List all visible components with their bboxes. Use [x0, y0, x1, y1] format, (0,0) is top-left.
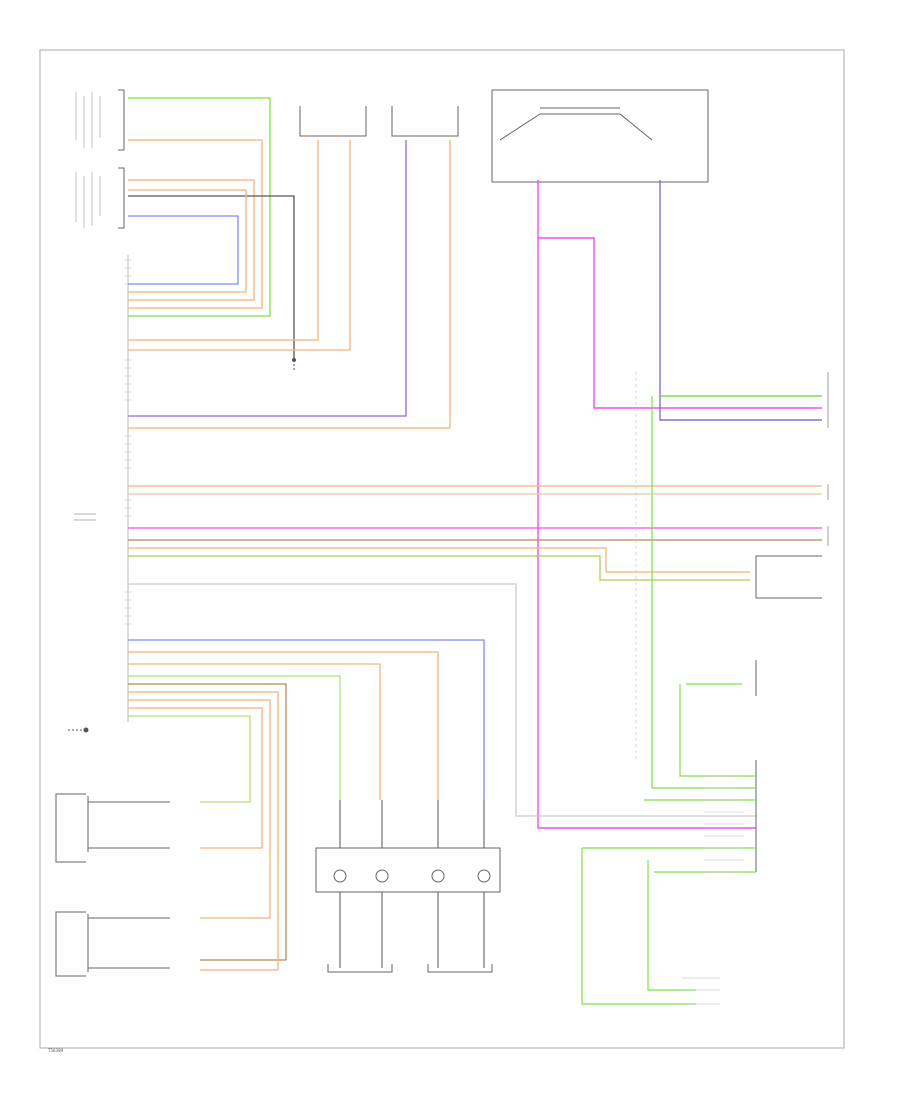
wire-orange-10 [128, 663, 381, 800]
wire-green-3 [651, 396, 756, 789]
wire-green-9 [647, 860, 696, 991]
wire-orange-8 [128, 547, 750, 573]
wire-orange-6 [128, 140, 451, 429]
passenger-weight-sensor [55, 911, 170, 977]
seat-belt-switch-box [391, 106, 459, 137]
wire-green-5 [679, 684, 756, 777]
wire-orange-1 [128, 139, 263, 309]
clockspring-connector [315, 847, 501, 893]
module-pin-ticks [124, 259, 132, 625]
sensor-side-labels [75, 92, 101, 228]
wire-green-7 [581, 848, 696, 1005]
junction-box-wires [581, 396, 756, 1005]
wire-blue-1 [128, 215, 239, 285]
lower-harness-wires [128, 639, 485, 971]
front-impact-sensor-bracket [118, 89, 125, 229]
passenger-seat-belt-sensor [55, 793, 170, 863]
airbag-cutoff-switch-box [491, 89, 709, 183]
wire-magenta-2 [538, 237, 822, 409]
wire-orange-2 [128, 179, 255, 301]
wire-purple-2 [659, 180, 822, 421]
long-harness-wires [128, 485, 822, 817]
wire-gray-1 [128, 583, 756, 817]
wire-magenta-1 [537, 180, 756, 829]
seat-belt-connector-ticks [682, 977, 720, 1005]
wire-brown-2 [128, 683, 287, 961]
top-center-wires [128, 140, 451, 429]
wire-green-1 [128, 97, 271, 317]
wire-orange-11 [128, 691, 279, 971]
wire-blue-2 [128, 639, 485, 800]
driver-airbag-module [327, 964, 393, 973]
ground-symbol-lower [68, 727, 89, 733]
wire-orange-12 [128, 699, 271, 919]
wire-orange-3 [128, 189, 247, 293]
wire-orange-13 [128, 707, 263, 849]
cutoff-switch-wires [537, 180, 822, 829]
wire-orange-5 [128, 140, 351, 351]
sensor-wires [128, 97, 295, 360]
footer-code: T56389 [47, 1048, 64, 1053]
diagram-border [39, 49, 845, 1049]
wire-green-11 [128, 675, 341, 800]
wire-dark-1 [128, 195, 295, 360]
junction-pin-labels [704, 775, 744, 873]
occupant-classification-module [755, 555, 822, 599]
occupant-sensor-box [299, 106, 367, 137]
squib-wires [339, 800, 485, 968]
steering-wheel-module [427, 964, 493, 973]
wire-purple-1 [128, 140, 407, 417]
wire-olive-1 [128, 555, 750, 581]
wire-orange-4 [128, 140, 319, 341]
airbag-module-label [74, 513, 96, 521]
wire-green-12 [128, 715, 251, 803]
wire-orange-9 [128, 651, 439, 800]
